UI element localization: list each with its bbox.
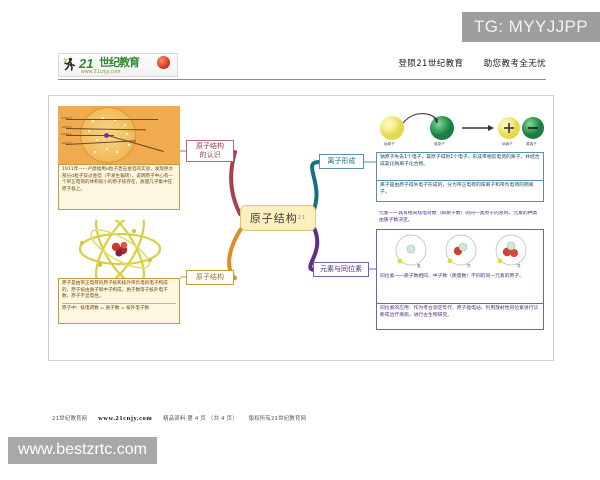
atom-caption-line-1: 原子是由带正电荷的原子核和核外带负电的电子构成的，原子核由质子和中子构成，质子数… bbox=[62, 281, 168, 300]
logo-url: www.21cnjy.com bbox=[81, 69, 121, 75]
document-header: 21 世纪教育 www.21cnjy.com 登陨21世纪教育 助您教考全无忧 bbox=[58, 53, 546, 80]
atom-caption-line-2: 原子中：核电荷数 = 质子数 = 核外电子数 bbox=[62, 305, 150, 311]
logo-text-21: 21 bbox=[79, 56, 94, 71]
document-footer: 21世纪教育网 www.21cnjy.com 精品资料·第 4 页 （共 4 页… bbox=[52, 414, 552, 422]
ion-label-sodium-ion: 钠离子 bbox=[502, 142, 513, 146]
ion-text-box-1: 钠原子失去1个电子，氯原子得到1个电子，形成带相反电荷的离子，并结合成氯化钠离子… bbox=[376, 152, 544, 180]
ion-formation-image: 钠原子 氯原子 钠离子 氯离子 bbox=[376, 106, 544, 152]
atom-model-image bbox=[61, 212, 179, 286]
atom-caption-box: 原子是由带正电荷的原子核和核外带负电的电子构成的，原子核由质子和中子构成，质子数… bbox=[58, 278, 180, 324]
mindmap-center-sup: 21 bbox=[297, 215, 307, 221]
rutherford-caption-box: 1911年——卢瑟福用α粒子轰击金箔的实验，发现绝大部分α粒子穿过金箔（不发生偏… bbox=[58, 164, 180, 210]
runner-icon bbox=[63, 57, 76, 74]
ion-text-box-2: 离子是由原子得失电子形成的，分为带正电荷的阳离子和带负电荷的阴离子。 bbox=[376, 180, 544, 202]
footer-copyright: 版权所有21世纪教育网 bbox=[248, 416, 307, 422]
isotope-label-deuterium: 氘 bbox=[467, 264, 471, 268]
header-slogan-left: 登陨21世纪教育 bbox=[398, 59, 464, 69]
header-slogan: 登陨21世纪教育 助您教考全无忧 bbox=[398, 57, 546, 69]
isotope-application-text: 同位素的应用：作为考古测定年代、原子能电站、利用放射性同位素进行诊断或治疗疾病，… bbox=[376, 304, 544, 330]
logo-ball-icon bbox=[157, 56, 170, 69]
footer-site-name: 21世纪教育网 bbox=[52, 416, 88, 422]
mindmap-node-atomic-structure: 原子结构 bbox=[186, 270, 234, 285]
isotope-label-protium: 氢 bbox=[417, 264, 421, 268]
watermark-top-right: TG: MYYJJPP bbox=[462, 12, 600, 42]
logo-text-cn: 世纪教育 bbox=[99, 56, 140, 69]
isotope-figure-box: 氢 氘 氚 同位素——质子数相同、中子数（质量数）不同的同一元素的原子。 bbox=[376, 229, 544, 304]
header-slogan-right: 助您教考全无忧 bbox=[483, 59, 546, 69]
mindmap-node-ion-formation: 离子形成 bbox=[319, 154, 364, 169]
watermark-bottom-left: www.bestzrtc.com bbox=[8, 437, 157, 464]
ion-label-sodium-atom: 钠原子 bbox=[384, 142, 395, 146]
ion-label-chloride-ion: 氯离子 bbox=[526, 142, 537, 146]
isotope-definition-text: 同位素——质子数相同、中子数（质量数）不同的同一元素的原子。 bbox=[380, 274, 524, 279]
mindmap-node-atomic-structure-understanding: 原子结构 的认识 bbox=[186, 140, 234, 162]
footer-doc-info: 精品资料·第 4 页 （共 4 页） bbox=[163, 416, 238, 422]
mindmap-center-label: 原子结构 bbox=[249, 212, 298, 225]
mindmap-node-element-isotope: 元素与同位素 bbox=[313, 262, 369, 277]
site-logo: 21 世纪教育 www.21cnjy.com bbox=[58, 53, 178, 77]
isotope-label-tritium: 氚 bbox=[517, 264, 521, 268]
ion-label-chlorine-atom: 氯原子 bbox=[434, 142, 445, 146]
rutherford-experiment-image: \u2013 \u2013 \u2013 \u2013 bbox=[58, 106, 180, 164]
isotope-diagrams: 氢 氘 氚 bbox=[377, 232, 545, 272]
footer-url: www.21cnjy.com bbox=[98, 415, 153, 422]
caption-divider bbox=[62, 302, 176, 304]
element-definition-text: 元素——具有相同核电荷数（即质子数）的同一类原子的总称，元素的种类由质子数决定。 bbox=[379, 211, 538, 223]
